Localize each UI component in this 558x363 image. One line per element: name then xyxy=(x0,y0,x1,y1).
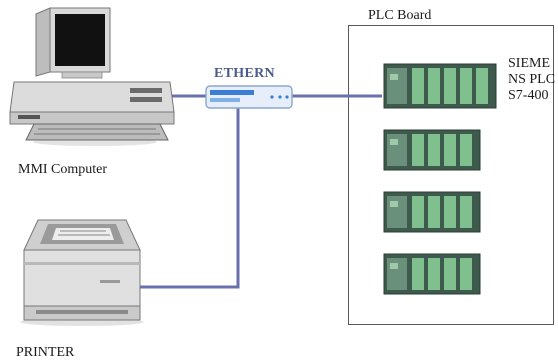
ethernet-hub-icon xyxy=(205,85,293,109)
cable-hub-printer xyxy=(140,104,240,289)
network-cables xyxy=(140,94,382,289)
plc-label-line-3: S7-400 xyxy=(508,88,549,103)
plc-model-label: SIEME NS PLC S7-400 xyxy=(508,56,555,104)
computer-label: MMI Computer xyxy=(18,162,108,177)
ethernet-label: ETHERN xyxy=(214,66,275,81)
plc-rack-3 xyxy=(383,191,481,233)
plc-label-line-2: NS PLC xyxy=(508,72,556,87)
printer-icon xyxy=(20,219,144,326)
plc-rack-2 xyxy=(383,129,481,171)
plc-rack-4 xyxy=(383,253,481,295)
printer-label: PRINTER xyxy=(16,345,75,360)
plc-rack-icon xyxy=(383,63,497,295)
plc-label-line-1: SIEME xyxy=(508,56,550,71)
computer-icon xyxy=(9,7,175,146)
plc-board-frame xyxy=(348,25,554,325)
plc-board-title: PLC Board xyxy=(368,8,432,23)
plc-rack-1 xyxy=(383,63,497,109)
